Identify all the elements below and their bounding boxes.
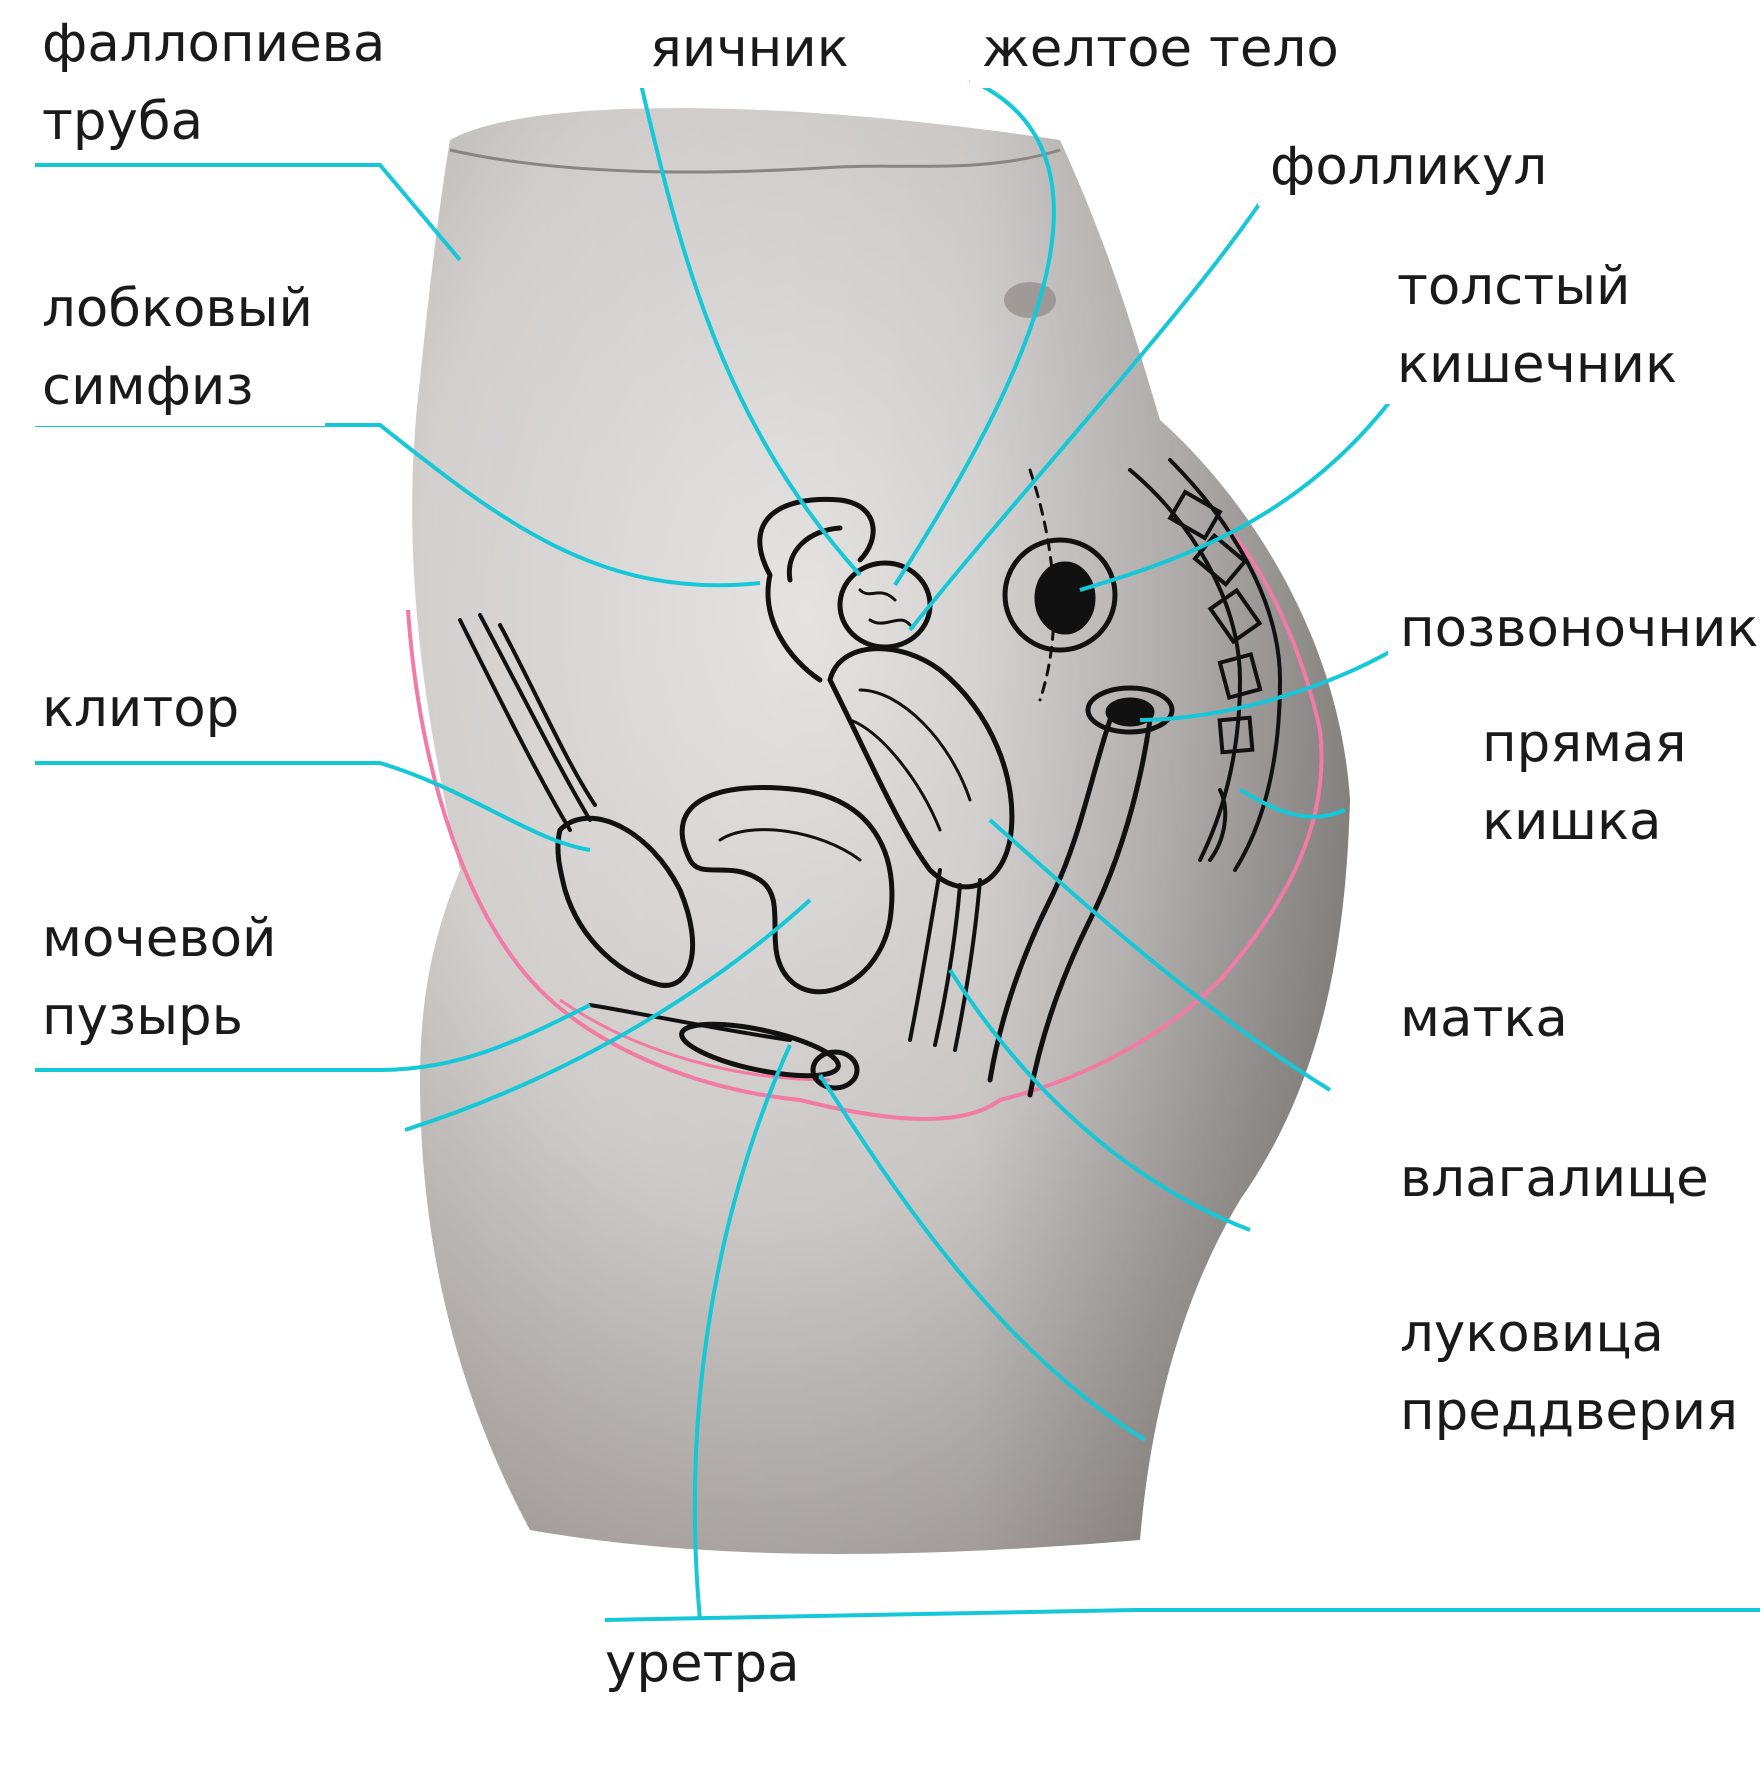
- label-spine-text: позвоночник: [1400, 598, 1759, 659]
- label-large-intestine-line2: кишечник: [1397, 334, 1677, 395]
- label-fallopian-tube-line2: труба: [42, 91, 204, 152]
- label-urethra: уретра: [593, 1625, 812, 1703]
- mannequin-torso: [412, 108, 1350, 1554]
- label-corpus-luteum-text: желтое тело: [982, 18, 1339, 79]
- body-outline-inner: [559, 998, 831, 1082]
- label-rectum: прямая кишка: [1470, 705, 1699, 861]
- label-uterus: матка: [1388, 980, 1580, 1058]
- label-pubic-symphysis-line1: лобковый: [42, 278, 313, 339]
- leader-bladder-2: [404, 898, 812, 1132]
- bladder: [679, 785, 895, 995]
- label-large-intestine-line1: толстый: [1397, 256, 1631, 317]
- label-ovary: яичник: [638, 10, 861, 88]
- label-urethra-text: уретра: [605, 1633, 800, 1694]
- leader-pubic-symphysis: [35, 423, 761, 588]
- leader-vagina: [948, 968, 1251, 1232]
- urethra-line: [588, 1003, 792, 1042]
- leader-clitoris: [35, 761, 591, 852]
- leader-spine: [1139, 638, 1412, 722]
- label-vestibular-bulb-line2: преддверия: [1400, 1381, 1739, 1442]
- fallopian-tube: [757, 496, 876, 683]
- leader-bladder: [35, 1003, 591, 1072]
- label-vagina: влагалище: [1388, 1140, 1721, 1218]
- label-clitoris-text: клитор: [42, 678, 240, 739]
- leader-large-intestine: [1079, 393, 1397, 592]
- label-ovary-text: яичник: [650, 18, 849, 79]
- label-uterus-text: матка: [1400, 988, 1568, 1049]
- label-fallopian-tube: фаллопиева труба: [30, 5, 398, 161]
- label-vestibular-bulb: луковица преддверия: [1388, 1295, 1751, 1451]
- spine: [1128, 458, 1283, 872]
- label-vagina-text: влагалище: [1400, 1148, 1709, 1209]
- label-spine: позвоночник: [1388, 590, 1764, 668]
- leader-uterus: [988, 818, 1332, 1092]
- label-rectum-line1: прямая: [1482, 713, 1687, 774]
- label-large-intestine: толстый кишечник: [1385, 248, 1689, 404]
- label-bladder-line1: мочевой: [42, 908, 277, 969]
- label-bladder-line2: пузырь: [42, 986, 243, 1047]
- leader-corpus-luteum: [893, 78, 1056, 587]
- pubic-symphysis: [555, 815, 696, 988]
- leader-lines: [35, 78, 1760, 1622]
- leader-ovary: [638, 79, 862, 577]
- organ-drawing: [458, 458, 1283, 1098]
- vestibular-bulb: [679, 1021, 841, 1079]
- leader-urethra: [692, 1044, 792, 1621]
- leader-rectum: [1239, 788, 1346, 819]
- label-bladder: мочевой пузырь: [30, 900, 289, 1056]
- label-fallopian-tube-line1: фаллопиева: [42, 13, 386, 74]
- label-pubic-symphysis: лобковый симфиз: [30, 270, 325, 426]
- body-outline: [406, 518, 1324, 1121]
- rectum: [987, 717, 1153, 1098]
- label-vestibular-bulb-line1: луковица: [1400, 1303, 1664, 1364]
- label-pubic-symphysis-line2: симфиз: [42, 356, 254, 417]
- label-follicle-text: фолликул: [1270, 136, 1548, 197]
- clitoris: [458, 613, 597, 832]
- leader-fallopian-tube: [35, 163, 462, 262]
- label-clitoris: клитор: [30, 670, 252, 748]
- label-corpus-luteum: желтое тело: [970, 10, 1351, 88]
- leader-follicle: [908, 198, 1264, 632]
- large-intestine: [1002, 537, 1118, 653]
- label-rectum-line2: кишка: [1482, 791, 1662, 852]
- label-follicle: фолликул: [1258, 128, 1560, 206]
- leader-vestibular-bulb: [818, 1073, 1147, 1442]
